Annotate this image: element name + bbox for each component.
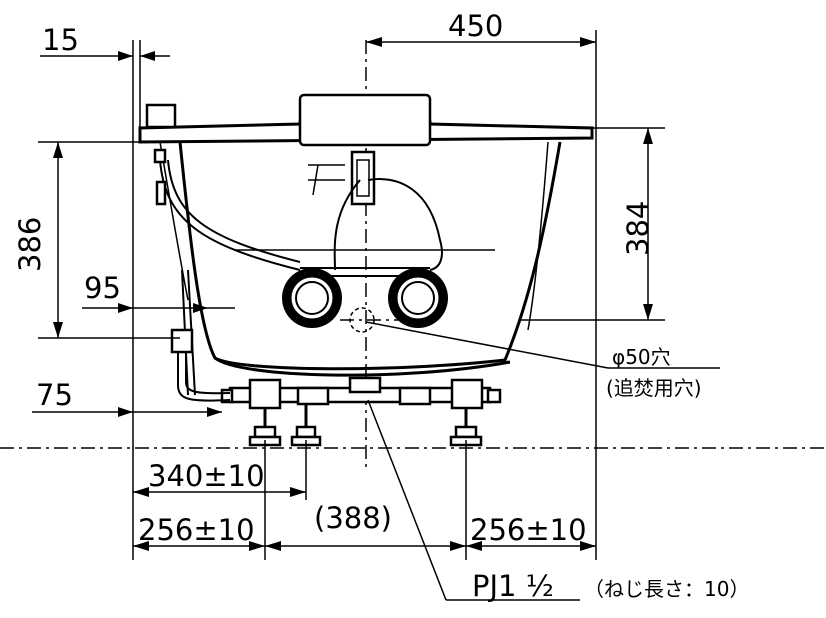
dim-256-left-label: 256±10 bbox=[138, 513, 255, 547]
hole-annotation: φ50穴 (追焚用穴) bbox=[365, 321, 720, 400]
drain-cap bbox=[145, 103, 177, 129]
dim-340-label: 340±10 bbox=[148, 459, 265, 493]
thread-annotation: PJ1 ½ （ねじ長さ：10） bbox=[367, 399, 749, 603]
thread-length-note: （ねじ長さ：10） bbox=[584, 577, 749, 601]
dim-75-label: 75 bbox=[36, 378, 73, 412]
dim-256-right-label: 256±10 bbox=[470, 513, 587, 547]
drain-assembly bbox=[170, 328, 502, 410]
dim-256-left: 256±10 bbox=[132, 440, 266, 560]
dim-450: 450 bbox=[366, 9, 597, 560]
control-box bbox=[298, 93, 432, 147]
dim-95: 95 bbox=[82, 271, 208, 313]
dim-386: 386 bbox=[13, 141, 180, 339]
dim-384-label: 384 bbox=[621, 201, 655, 256]
reheat-hole bbox=[349, 307, 375, 333]
dim-95-label: 95 bbox=[84, 271, 121, 305]
dim-384: 384 bbox=[520, 127, 665, 321]
hole-label-line1: φ50穴 bbox=[612, 345, 671, 369]
dim-450-label: 450 bbox=[448, 9, 503, 43]
dim-340: 340±10 bbox=[133, 440, 307, 500]
dim-15-label: 15 bbox=[42, 23, 79, 57]
dim-15: 15 bbox=[40, 23, 170, 440]
dim-386-label: 386 bbox=[13, 217, 47, 272]
dim-256-right: 256±10 bbox=[466, 513, 596, 551]
dim-388-label: (388) bbox=[314, 501, 392, 535]
jet-port-left bbox=[282, 268, 342, 328]
dim-75: 75 bbox=[32, 378, 222, 417]
pipe-thread-label: PJ1 ½ bbox=[472, 569, 554, 603]
jet-port-right bbox=[388, 268, 448, 328]
dim-388: (388) bbox=[265, 440, 467, 560]
hole-label-line2: (追焚用穴) bbox=[606, 376, 702, 400]
